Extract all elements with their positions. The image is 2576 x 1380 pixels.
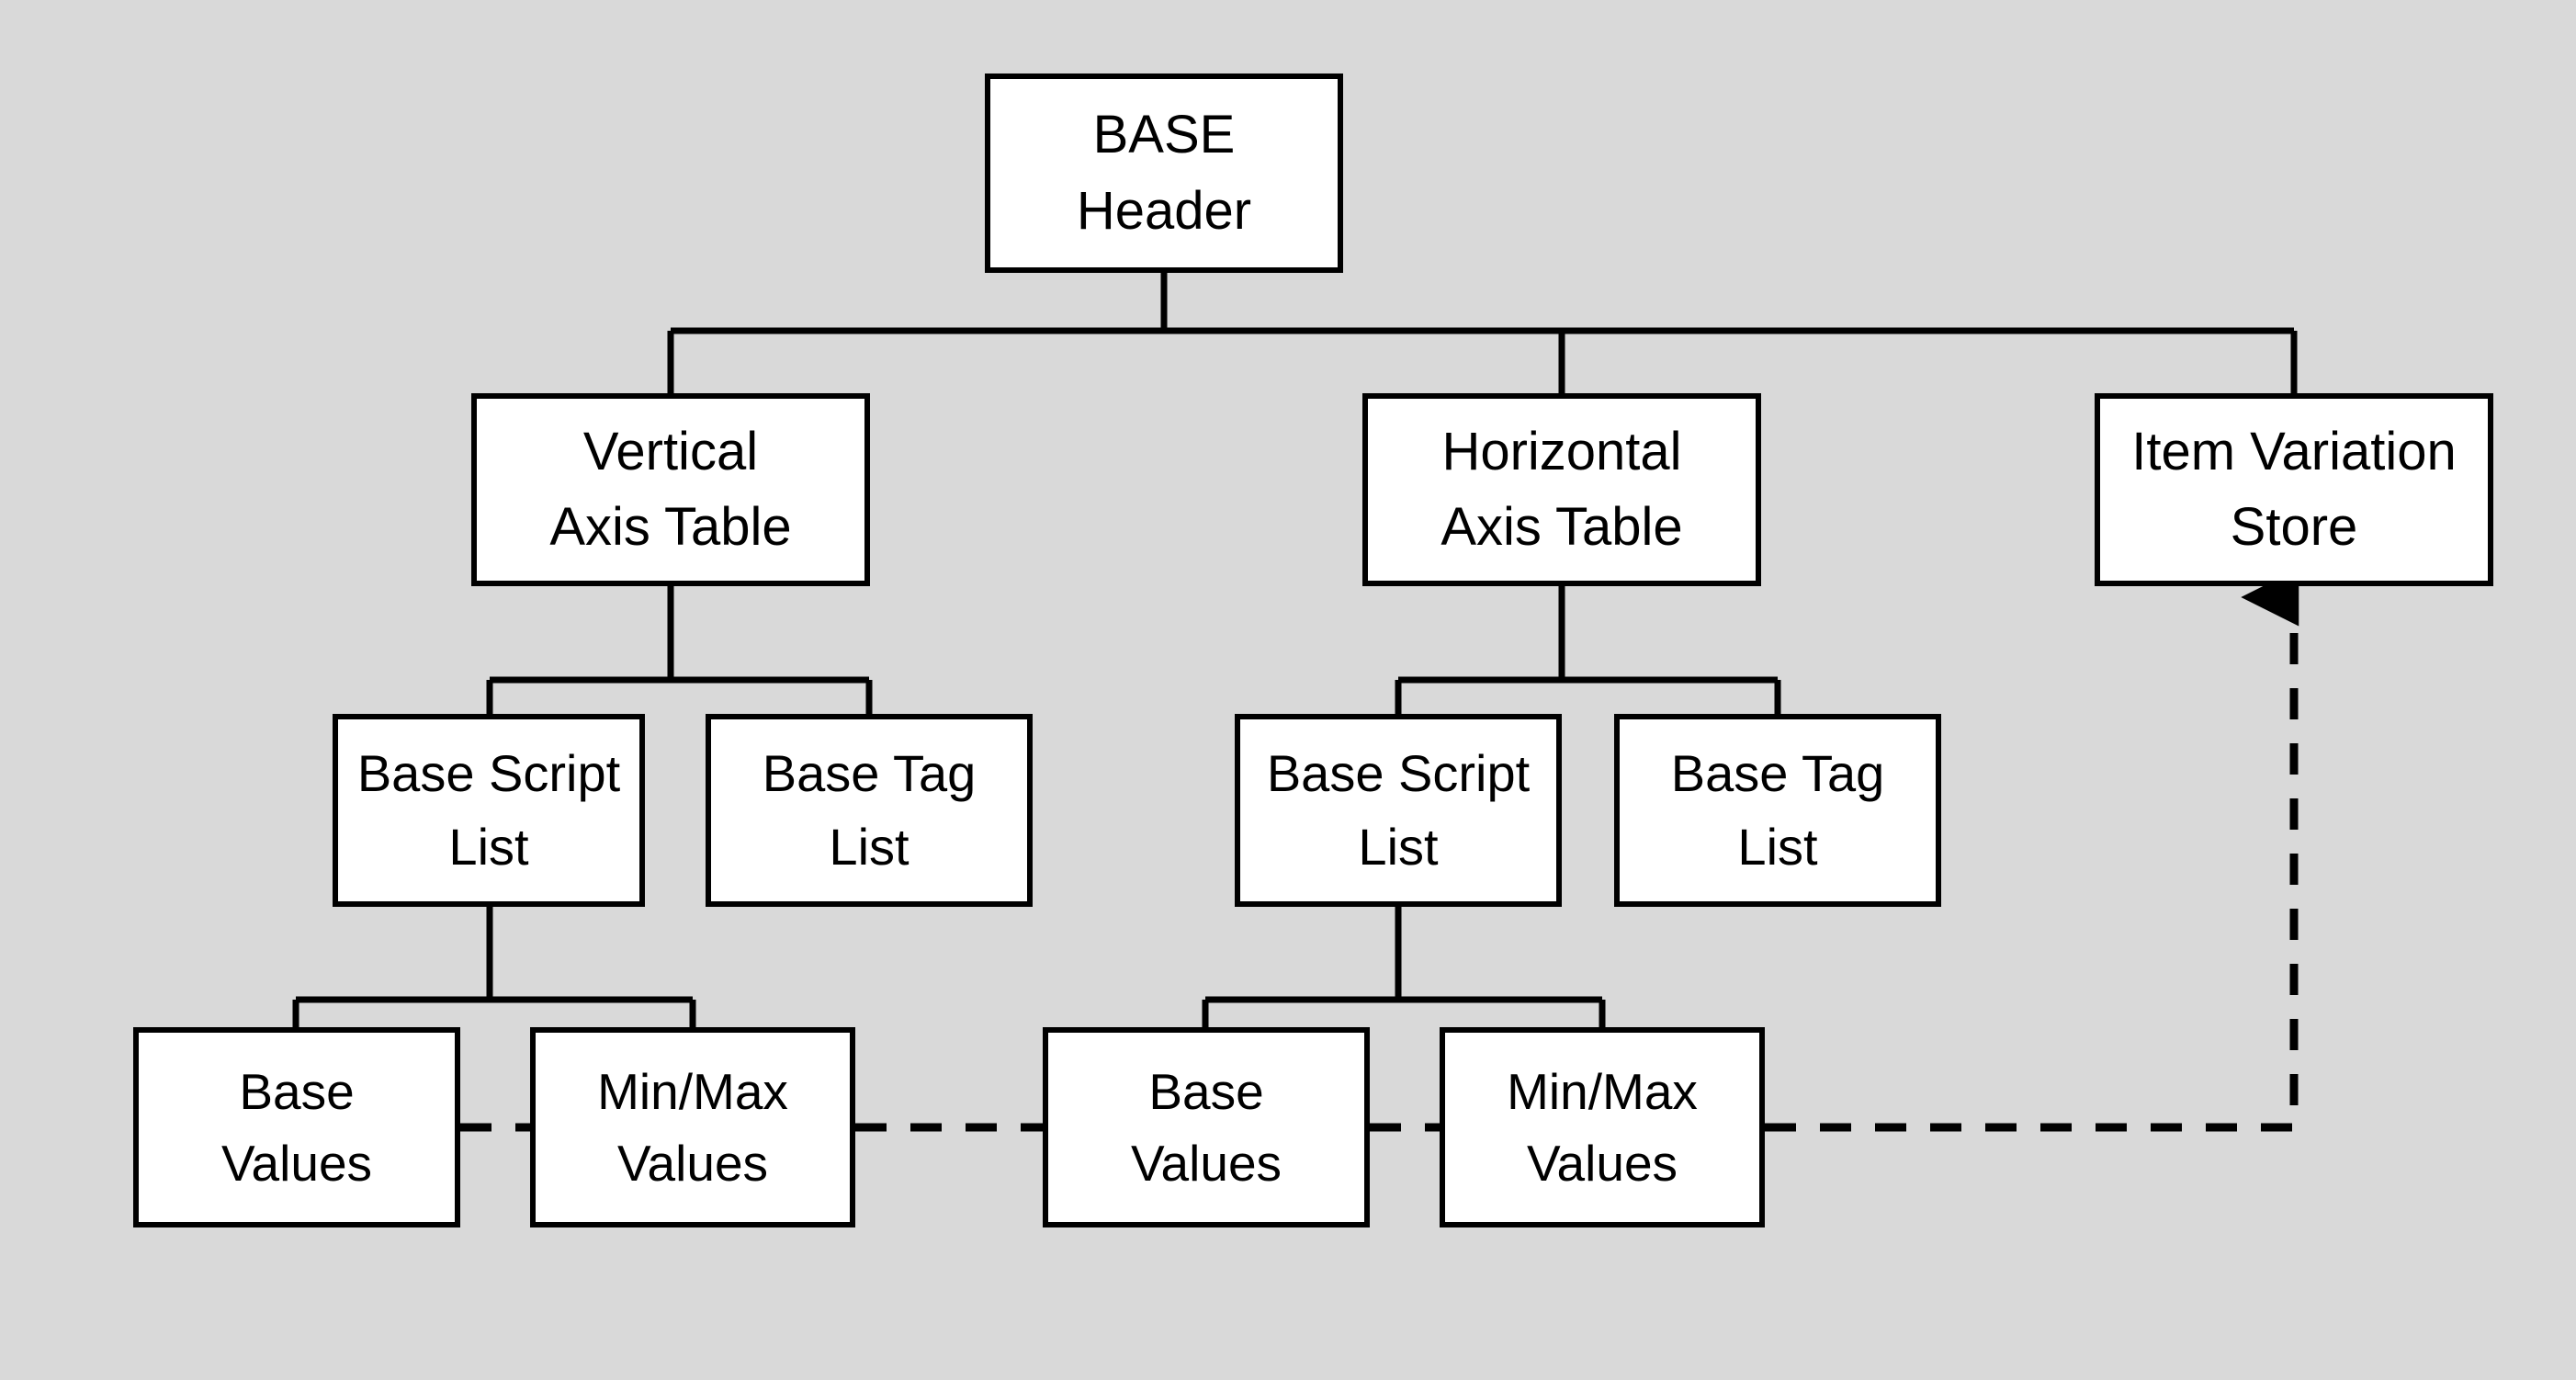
- node-horizontal-base-script-list-line1: Base Script: [1266, 744, 1531, 803]
- node-horizontal-base-script-list[interactable]: Base Script List: [1235, 714, 1562, 907]
- node-vertical-min-max-values-line2: Values: [616, 1135, 769, 1192]
- node-base-header-line1: BASE: [1092, 105, 1236, 165]
- node-item-variation-store-line2: Store: [2230, 497, 2358, 557]
- node-horizontal-min-max-values-line1: Min/Max: [1507, 1062, 1698, 1120]
- node-vertical-base-script-list[interactable]: Base Script List: [333, 714, 645, 907]
- node-vertical-base-values-line1: Base: [239, 1062, 355, 1120]
- node-horizontal-axis-table[interactable]: Horizontal Axis Table: [1362, 393, 1761, 586]
- node-vertical-base-tag-list-line2: List: [829, 818, 910, 876]
- node-horizontal-base-values-line2: Values: [1130, 1135, 1282, 1192]
- node-horizontal-base-script-list-line2: List: [1358, 818, 1439, 876]
- node-vertical-base-values-line2: Values: [220, 1135, 373, 1192]
- node-horizontal-base-tag-list-line1: Base Tag: [1670, 744, 1885, 803]
- node-horizontal-min-max-values-line2: Values: [1526, 1135, 1678, 1192]
- node-horizontal-axis-table-line1: Horizontal: [1441, 421, 1682, 481]
- node-vertical-axis-table-line1: Vertical: [582, 421, 759, 481]
- node-vertical-axis-table[interactable]: Vertical Axis Table: [471, 393, 870, 586]
- node-vertical-min-max-values-line1: Min/Max: [597, 1062, 788, 1120]
- node-item-variation-store[interactable]: Item Variation Store: [2095, 393, 2493, 586]
- node-vertical-axis-table-line2: Axis Table: [549, 497, 792, 557]
- node-vertical-base-values[interactable]: Base Values: [133, 1027, 460, 1227]
- node-horizontal-base-tag-list[interactable]: Base Tag List: [1614, 714, 1941, 907]
- node-vertical-base-script-list-line2: List: [448, 818, 529, 876]
- node-horizontal-base-values-line1: Base: [1148, 1062, 1264, 1120]
- node-base-header-line2: Header: [1076, 180, 1252, 241]
- node-base-header[interactable]: BASE Header: [985, 74, 1343, 273]
- node-vertical-min-max-values[interactable]: Min/Max Values: [530, 1027, 855, 1227]
- node-vertical-base-tag-list[interactable]: Base Tag List: [706, 714, 1033, 907]
- node-item-variation-store-line1: Item Variation: [2131, 421, 2457, 481]
- node-horizontal-base-values[interactable]: Base Values: [1043, 1027, 1370, 1227]
- node-vertical-base-script-list-line1: Base Script: [356, 744, 621, 803]
- node-vertical-base-tag-list-line1: Base Tag: [762, 744, 977, 803]
- node-horizontal-min-max-values[interactable]: Min/Max Values: [1440, 1027, 1765, 1227]
- node-horizontal-base-tag-list-line2: List: [1737, 818, 1818, 876]
- node-horizontal-axis-table-line2: Axis Table: [1441, 497, 1683, 557]
